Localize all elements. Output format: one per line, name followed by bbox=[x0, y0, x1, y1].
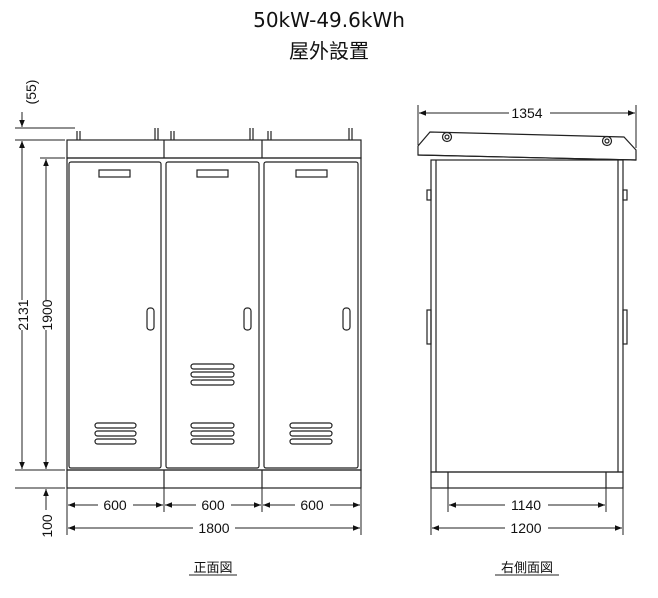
front-view-caption: 正面図 bbox=[193, 561, 232, 576]
door-panel-1 bbox=[68, 161, 162, 469]
dim-top-gap: (55) bbox=[23, 80, 39, 105]
side-view bbox=[417, 131, 637, 489]
dim-total-width: 1800 bbox=[198, 520, 229, 536]
door-panel-3 bbox=[263, 161, 359, 469]
diagram-subtitle: 屋外設置 bbox=[289, 39, 369, 63]
door-handle-icon bbox=[342, 307, 351, 331]
dim-panel-width-2: 600 bbox=[201, 497, 225, 513]
dim-base-width: 1140 bbox=[511, 497, 541, 513]
vent-louver-icon bbox=[190, 363, 235, 386]
door-panel-2 bbox=[165, 161, 260, 469]
vent-louver-icon bbox=[289, 422, 333, 445]
side-hinge bbox=[622, 309, 628, 345]
vent-louver-icon bbox=[190, 422, 235, 445]
front-view bbox=[66, 128, 362, 489]
door-handle-icon bbox=[243, 307, 252, 331]
lifting-eye-icons bbox=[76, 128, 353, 140]
side-hinge bbox=[426, 309, 432, 345]
side-base bbox=[430, 471, 624, 489]
front-base bbox=[66, 469, 362, 489]
label-plate-1 bbox=[98, 169, 131, 178]
front-dimensions bbox=[15, 112, 362, 535]
door-handle-icon bbox=[146, 307, 155, 331]
front-roof-cap bbox=[66, 139, 362, 159]
dim-body-height: 1900 bbox=[39, 299, 55, 330]
side-body bbox=[430, 159, 624, 473]
dim-panel-width-3: 600 bbox=[300, 497, 324, 513]
dim-side-total-width: 1200 bbox=[510, 520, 541, 536]
dim-base-height: 100 bbox=[39, 514, 55, 538]
diagram-title: 50kW-49.6kWh bbox=[253, 8, 405, 32]
label-plate-2 bbox=[196, 169, 229, 178]
label-plate-3 bbox=[295, 169, 328, 178]
dim-panel-width-1: 600 bbox=[103, 497, 127, 513]
lifting-eye-icon bbox=[441, 131, 453, 143]
side-dimensions bbox=[417, 105, 637, 535]
dim-total-height: 2131 bbox=[15, 299, 31, 330]
side-view-caption: 右側面図 bbox=[501, 561, 553, 576]
dim-roof-width: 1354 bbox=[511, 105, 542, 121]
lifting-eye-icon bbox=[601, 135, 613, 147]
vent-louver-icon bbox=[94, 422, 137, 445]
